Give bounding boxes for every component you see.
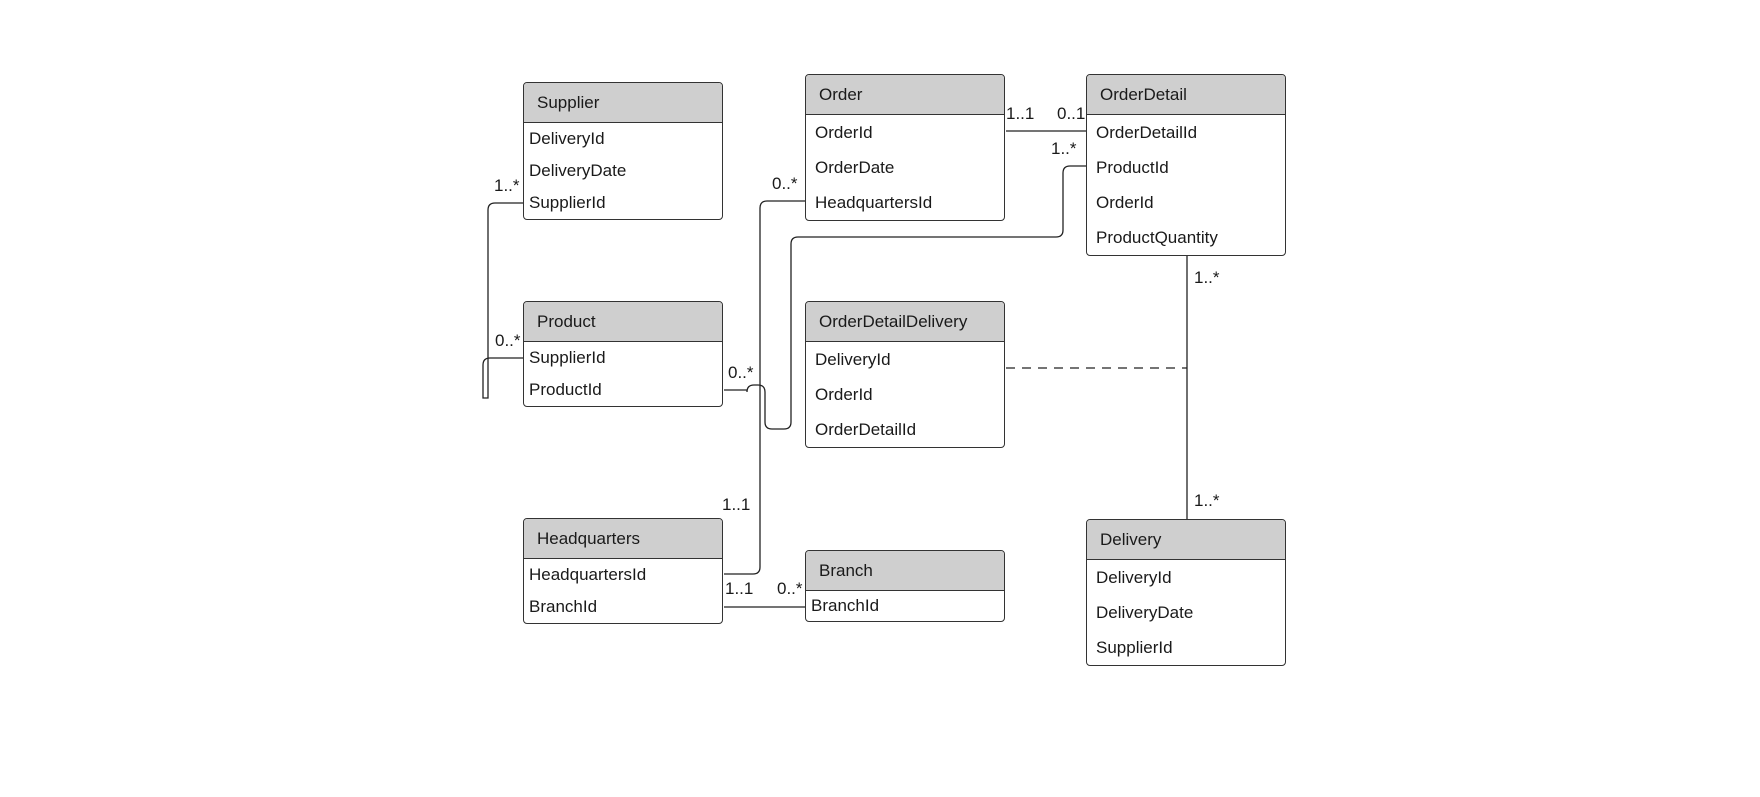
field-orderdetaildelivery-orderid[interactable]: OrderId [815, 384, 873, 404]
wire-supplier-product[interactable] [482, 202, 523, 399]
entity-branch[interactable]: Branch BranchId [805, 550, 1005, 622]
wire-orderdetail-product[interactable] [724, 165, 1086, 430]
entity-supplier-title: Supplier [524, 83, 722, 123]
field-supplier-deliverydate[interactable]: DeliveryDate [529, 161, 627, 180]
entity-supplier[interactable]: Supplier DeliveryId DeliveryDate Supplie… [523, 82, 723, 220]
cardinality-orderdetail-delivery-bottom: 1..* [1194, 491, 1220, 510]
cardinality-supplier-end: 1..* [494, 176, 520, 195]
cardinality-orderdetail-end: 0..1 [1057, 104, 1086, 123]
field-order-orderid[interactable]: OrderId [815, 122, 873, 142]
field-order-orderdate[interactable]: OrderDate [815, 157, 895, 177]
entity-branch-title: Branch [806, 551, 1004, 591]
entity-product[interactable]: Product SupplierId ProductId [523, 301, 723, 407]
entity-product-title: Product [524, 302, 722, 342]
cardinality-branch-headquarters: 0..* [777, 579, 803, 598]
cardinality-headquarters-order: 1..1 [722, 495, 751, 514]
field-orderdetail-productquantity[interactable]: ProductQuantity [1096, 227, 1218, 247]
field-orderdetail-orderid[interactable]: OrderId [1096, 192, 1154, 212]
cardinality-order-end: 1..1 [1006, 104, 1035, 123]
entity-headquarters-title: Headquarters [524, 519, 722, 559]
cardinality-orderdetail-productid: 1..* [1051, 139, 1077, 158]
field-orderdetaildelivery-deliveryid[interactable]: DeliveryId [815, 349, 891, 369]
field-orderdetaildelivery-orderdetailid[interactable]: OrderDetailId [815, 419, 917, 439]
cardinality-order-headquarters: 0..* [772, 174, 798, 193]
field-delivery-deliverydate[interactable]: DeliveryDate [1096, 602, 1194, 622]
field-product-supplierid[interactable]: SupplierId [529, 348, 606, 367]
entity-delivery[interactable]: Delivery DeliveryId DeliveryDate Supplie… [1086, 519, 1286, 666]
cardinality-headquarters-branch: 1..1 [725, 579, 754, 598]
field-product-productid[interactable]: ProductId [529, 380, 602, 399]
cardinality-orderdetail-delivery-top: 1..* [1194, 268, 1220, 287]
field-headquarters-branchid[interactable]: BranchId [529, 597, 598, 616]
field-headquarters-headquartersid[interactable]: HeadquartersId [529, 565, 647, 584]
field-supplier-deliveryid[interactable]: DeliveryId [529, 129, 605, 148]
field-orderdetail-productid[interactable]: ProductId [1096, 157, 1169, 177]
entity-orderdetaildelivery-title: OrderDetailDelivery [806, 302, 1004, 342]
field-supplier-supplierid[interactable]: SupplierId [529, 193, 606, 212]
cardinality-product-supplier-end: 0..* [495, 331, 521, 350]
field-delivery-deliveryid[interactable]: DeliveryId [1096, 567, 1172, 587]
field-branch-branchid[interactable]: BranchId [811, 596, 880, 615]
entity-order-title: Order [806, 75, 1004, 115]
cardinality-product-productid: 0..* [728, 363, 754, 382]
entity-order[interactable]: Order OrderId OrderDate HeadquartersId [805, 74, 1005, 221]
entity-headquarters[interactable]: Headquarters HeadquartersId BranchId [523, 518, 723, 624]
entity-orderdetaildelivery[interactable]: OrderDetailDelivery DeliveryId OrderId O… [805, 301, 1005, 448]
wire-order-headquarters[interactable] [724, 200, 805, 575]
entity-orderdetail-title: OrderDetail [1087, 75, 1285, 115]
field-order-headquartersid[interactable]: HeadquartersId [815, 192, 933, 212]
field-delivery-supplierid[interactable]: SupplierId [1096, 637, 1173, 657]
field-orderdetail-orderdetailid[interactable]: OrderDetailId [1096, 122, 1198, 142]
entity-delivery-title: Delivery [1087, 520, 1285, 560]
entity-orderdetail[interactable]: OrderDetail OrderDetailId ProductId Orde… [1086, 74, 1286, 256]
